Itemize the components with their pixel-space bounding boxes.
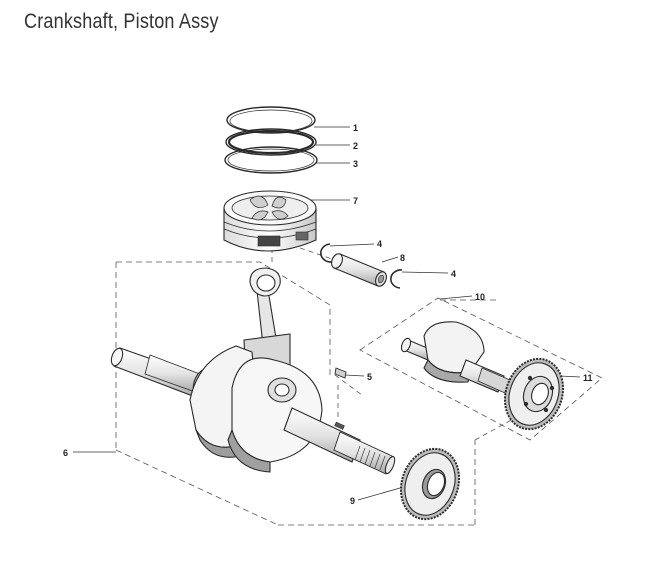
balancer-group-outline [359, 297, 603, 441]
balancer-gear [503, 357, 565, 431]
piston-ring-2 [225, 128, 317, 156]
crankshaft [110, 345, 396, 475]
page-title: Crankshaft, Piston Assy [24, 10, 219, 33]
callout-2: 2 [353, 141, 358, 151]
callout-3: 3 [353, 159, 358, 169]
circlip-upper [320, 243, 333, 263]
callout-5: 5 [367, 372, 372, 382]
callout-8: 8 [400, 253, 405, 263]
callout-4-lower: 4 [451, 269, 456, 279]
callout-7: 7 [353, 196, 358, 206]
circlip-lower [390, 269, 403, 289]
piston-ring-3 [224, 146, 318, 174]
callout-10: 10 [475, 292, 485, 302]
callout-6: 6 [63, 448, 68, 458]
balancer-shaft [400, 321, 511, 394]
woodruff-key [334, 367, 347, 379]
crank-gear [399, 447, 461, 521]
piston-pin [331, 253, 387, 287]
callout-1: 1 [353, 123, 358, 133]
callout-9: 9 [350, 496, 355, 506]
leader-lines [73, 126, 581, 501]
callout-11: 11 [583, 373, 593, 383]
callout-4-upper: 4 [377, 239, 382, 249]
piston [223, 190, 317, 252]
